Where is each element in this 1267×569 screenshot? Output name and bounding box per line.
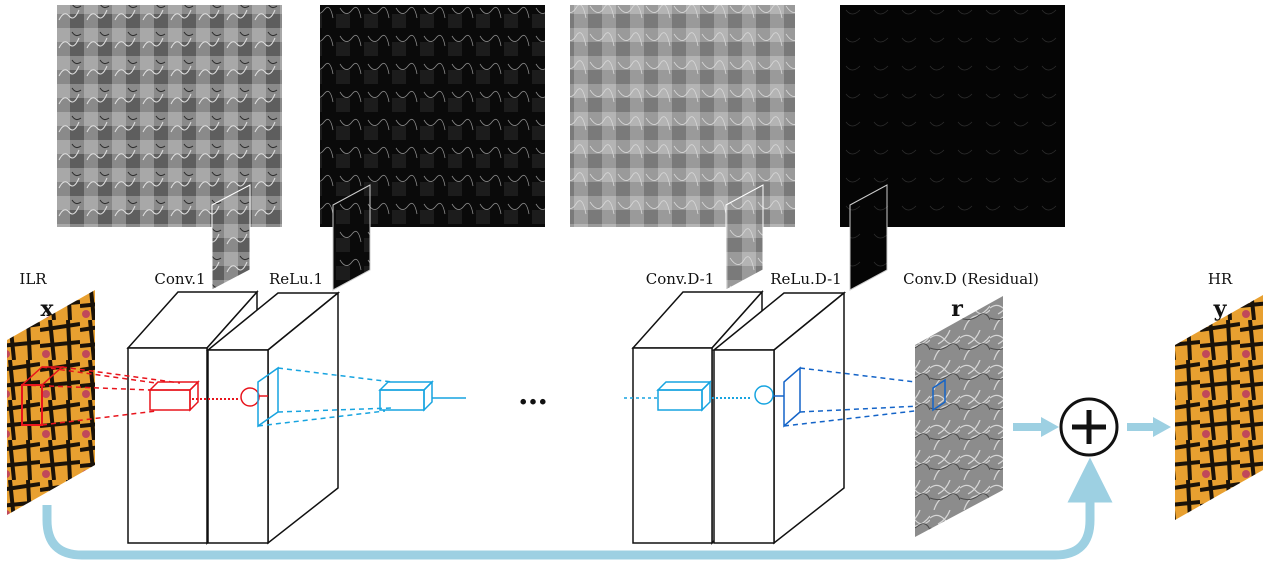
label-y: y <box>1213 296 1228 322</box>
label-convd-residual: Conv.D (Residual) <box>903 270 1039 288</box>
sum-node <box>1059 397 1119 457</box>
skip-connection <box>42 457 1113 560</box>
residual-receptive-mark <box>932 378 946 412</box>
layer-relu1 <box>205 291 341 545</box>
label-conv1: Conv.1 <box>154 270 205 288</box>
thumb-relud1 <box>849 184 888 291</box>
thumb-convd1 <box>725 184 764 291</box>
label-relud1: ReLu.D-1 <box>770 270 841 288</box>
label-relu1: ReLu.1 <box>269 270 323 288</box>
label-hr: HR <box>1208 270 1233 288</box>
feature-map-relu1 <box>320 5 545 227</box>
input-image-ilr <box>7 290 95 515</box>
red-receptive-field <box>20 366 268 426</box>
arrow-to-output <box>1127 417 1171 437</box>
cyan-receptive-field <box>257 366 774 428</box>
arrow-to-sum <box>1013 417 1059 437</box>
layer-relud1 <box>711 291 847 545</box>
residual-image-r <box>915 296 1003 537</box>
thumb-conv1 <box>211 184 251 291</box>
label-r: r <box>951 296 963 322</box>
output-image-hr <box>1175 295 1263 520</box>
label-ilr: ILR <box>19 270 47 288</box>
ellipsis: … <box>518 377 548 412</box>
thumb-relu1 <box>332 184 371 291</box>
label-convd1: Conv.D-1 <box>646 270 715 288</box>
